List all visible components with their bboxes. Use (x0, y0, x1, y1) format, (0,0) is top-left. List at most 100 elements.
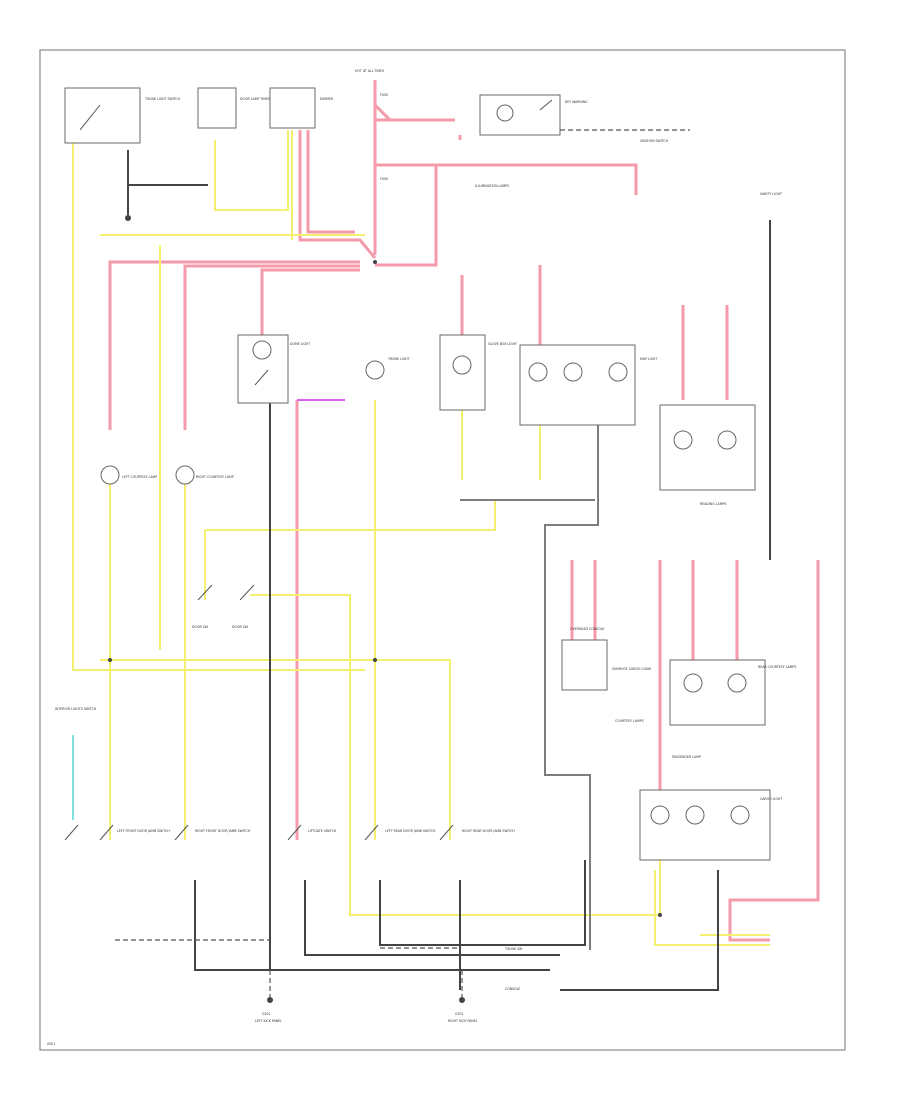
bulb-cargo-1 (650, 805, 670, 825)
label-hot: HOT AT ALL TIMES (355, 69, 384, 73)
label-rear-courtesy: REAR COURTESY LAMPS (758, 665, 796, 669)
switch-right-rear (439, 824, 454, 841)
gray-wire-map-gnd (544, 420, 599, 950)
dashed-wires (115, 129, 690, 1000)
splice-7 (459, 997, 465, 1003)
label-passenger-lamp: PASSENGER LAMP (672, 755, 701, 759)
yellow-wire-right-loop (250, 594, 661, 916)
label-dimmer: DIMMER (320, 97, 334, 101)
switch-door-r (239, 584, 255, 601)
bulb-cargo-3 (730, 805, 750, 825)
label-fuse-mid: FUSE (380, 177, 388, 181)
splice-2 (108, 658, 112, 662)
label-reading-lamps: READING LAMPS (700, 502, 726, 506)
switch-door-l (197, 584, 213, 601)
bulbs (100, 104, 750, 825)
red-wire-top-timer-2 (306, 130, 355, 234)
yellow-wire-console (654, 870, 770, 946)
reading-lamps-box (659, 404, 756, 491)
splice-1 (373, 260, 377, 264)
label-vanity-light: VANITY LIGHT (760, 192, 782, 196)
label-interior-sw: INTERIOR LIGHTS SWITCH (55, 707, 97, 711)
label-right-courtesy: RIGHT COURTESY LAMP (196, 475, 234, 479)
label-courtesy-lamps: COURTESY LAMPS (615, 719, 644, 723)
bulb-left-courtesy (100, 465, 120, 485)
red-wire-bus-to-left (375, 165, 438, 267)
black-wire-bottom-bus (194, 880, 550, 971)
bulb-reading-2 (717, 430, 737, 450)
label-right-rear-sw: RIGHT REAR DOOR JAMB SWITCH (462, 829, 515, 833)
labels: HOT AT ALL TIMES FUSE FUSE TRUNK LIGHT S… (47, 69, 796, 1046)
gray-wires (460, 420, 599, 950)
bulb-dome (252, 340, 272, 360)
black-wire-center-gnd (304, 880, 560, 956)
map-light-box (519, 344, 636, 426)
switch-right-front (174, 824, 189, 841)
label-trunk-sw: TRUNK SW (504, 947, 523, 951)
label-door-sw-r: DOOR SW (232, 625, 249, 629)
label-left-rear-sw: LEFT REAR DOOR JAMB SWITCH (385, 829, 436, 833)
label-right-front-sw: RIGHT FRONT DOOR JAMB SWITCH (195, 829, 251, 833)
bulb-glove (452, 355, 472, 375)
yellow-wire-mid (205, 500, 496, 531)
switch-warning (539, 99, 553, 111)
label-trunk-light: TRUNK LIGHT (387, 357, 410, 361)
label-liftgate-sw: LIFTGATE SWITCH (308, 829, 337, 833)
label-footer: 0001 (47, 1042, 55, 1046)
splice-6 (267, 997, 273, 1003)
black-wire-console-gnd (560, 870, 719, 991)
switch-left-rear (364, 824, 379, 841)
bulb-right-courtesy (175, 465, 195, 485)
label-dome-light: DOME LIGHT (290, 342, 310, 346)
red-wires (108, 80, 820, 942)
switch-left-front (64, 824, 79, 841)
black-wires (127, 150, 771, 991)
splice-5 (125, 215, 131, 221)
bulb-map-2 (563, 362, 583, 382)
label-fuse-top: FUSE (380, 93, 388, 97)
yellow-wire-top-sw (214, 130, 289, 211)
bulb-map-1 (528, 362, 548, 382)
bulb-rear-1 (683, 673, 703, 693)
components (64, 87, 771, 861)
label-left-front-sw: LEFT FRONT DOOR JAMB SWITCH (117, 829, 170, 833)
red-wire-rear-6 (728, 560, 820, 942)
cargo-light-box (639, 789, 771, 861)
yellow-wire-under-lamps (100, 659, 451, 840)
label-left-courtesy: LEFT COURTESY LAMP (122, 475, 157, 479)
yellow-wires (72, 130, 770, 946)
switch-trunk (79, 104, 101, 131)
label-map-light: MAP LIGHT (640, 357, 657, 361)
label-door-lamp-timer: DOOR LAMP TIMER (240, 97, 271, 101)
rear-courtesy-box (669, 659, 766, 726)
label-glove-box: GLOVE BOX LIGHT (488, 342, 517, 346)
bulb-warning (496, 104, 514, 122)
red-wire-top-timer-1 (298, 130, 377, 259)
label-console: CONSOLE (505, 987, 520, 991)
label-ground-right-desc: RIGHT KICK PANEL (448, 1019, 478, 1023)
bulb-rear-2 (727, 673, 747, 693)
splice-4 (658, 913, 662, 917)
label-trunk-light-sw: TRUNK LIGHT SWITCH (144, 97, 181, 101)
warning-box (479, 94, 561, 136)
door-lamp-timer-box (197, 87, 237, 129)
switch-blades (64, 99, 553, 841)
dimmer-box (269, 87, 316, 129)
overhead-console-box (561, 639, 608, 691)
label-ground-right: G301 (455, 1012, 464, 1016)
diagram-frame (39, 49, 846, 1051)
red-wire-hot-bus (375, 163, 638, 195)
bulb-reading-1 (673, 430, 693, 450)
splice-3 (373, 658, 377, 662)
bulb-map-3 (608, 362, 628, 382)
bulb-trunk (365, 360, 385, 380)
switch-liftgate (287, 824, 302, 841)
label-sunroof-conn: SUNROOF CARGO CONN (612, 667, 652, 671)
red-wire-to-left-lamp (108, 260, 360, 430)
label-ground-left-desc: LEFT KICK PANEL (255, 1019, 282, 1023)
trunk-light-switch-box (64, 87, 141, 144)
label-illumination: ILLUMINATION LAMPS (475, 184, 509, 188)
bulb-cargo-2 (685, 805, 705, 825)
label-overhead-console: OVERHEAD CONSOLE (570, 627, 604, 631)
